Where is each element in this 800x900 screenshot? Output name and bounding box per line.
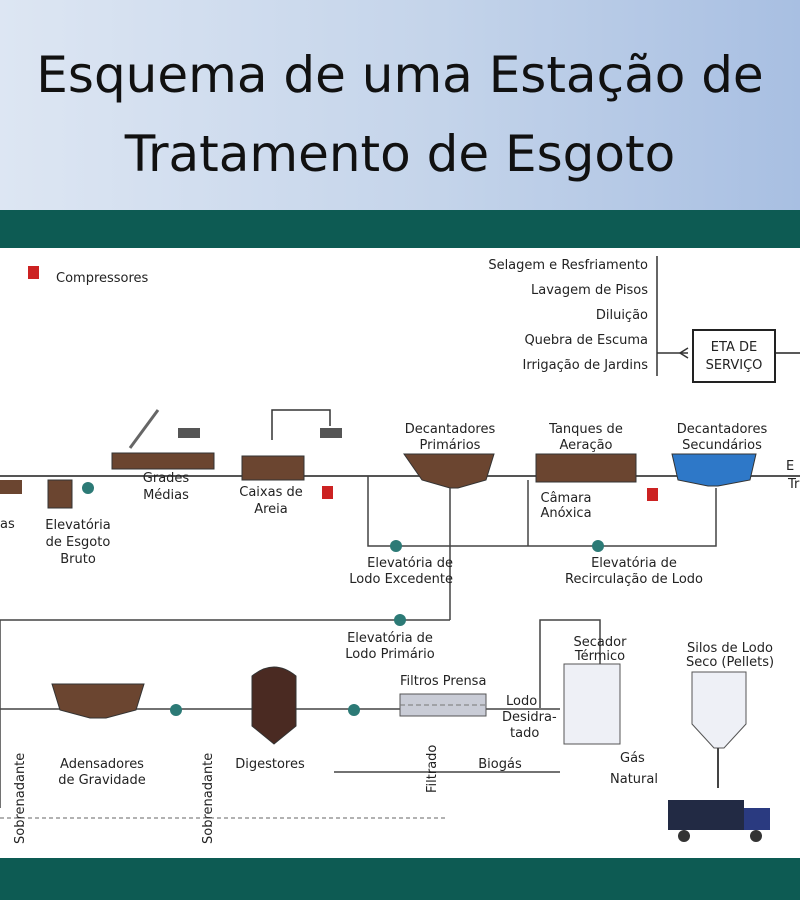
decantadores-secundarios: Decantadores Secundários E Tr — [671, 422, 800, 492]
bottom-divider-band — [0, 858, 800, 900]
uses-list: Selagem e Resfriamento Lavagem de Pisos … — [488, 256, 689, 376]
pump-icon — [592, 540, 604, 552]
pump-icon — [82, 482, 94, 494]
secador-termico: Secador Térmico Gás Natural — [539, 619, 658, 787]
silos-de-lodo-seco: Silos de Lodo Seco (Pellets) — [686, 641, 774, 788]
edge-left-label: as — [0, 517, 15, 532]
pump-icon — [170, 704, 182, 716]
eta-servico-box: ETA DE SERVIÇO — [692, 329, 800, 383]
svg-text:Decantadores: Decantadores — [405, 422, 496, 437]
legend: Compressores — [28, 266, 149, 286]
svg-text:Digestores: Digestores — [235, 757, 305, 772]
tanques-de-aeracao: Tanques de Aeração Câmara Anóxica — [535, 422, 658, 521]
legend-compressores: Compressores — [56, 271, 149, 286]
truck-icon — [668, 800, 770, 842]
compressor-icon — [322, 486, 333, 499]
filtros-prensa: Filtros Prensa Lodo Desidra- tado — [399, 674, 557, 741]
svg-text:Natural: Natural — [610, 772, 658, 787]
treatment-plant-diagram: Compressores Selagem e Resfriamento Lava… — [0, 256, 800, 844]
svg-text:Lodo Primário: Lodo Primário — [345, 647, 434, 662]
title-line-1: Esquema de uma Estação de — [36, 46, 764, 104]
title-banner: Esquema de uma Estação de Tratamento de … — [0, 0, 800, 210]
digestores: Digestores — [235, 666, 360, 772]
svg-text:Grades: Grades — [143, 471, 190, 486]
screen-conveyor — [128, 409, 160, 449]
svg-text:Elevatória de: Elevatória de — [347, 631, 433, 646]
grit-bin — [320, 428, 342, 438]
sobrenadante-label-2: Sobrenadante — [201, 753, 216, 844]
svg-text:Desidra-: Desidra- — [502, 710, 557, 725]
svg-text:Lodo: Lodo — [506, 694, 537, 709]
svg-text:de Esgoto: de Esgoto — [46, 535, 111, 550]
svg-text:de Gravidade: de Gravidade — [58, 773, 146, 788]
svg-text:Elevatória de: Elevatória de — [367, 556, 453, 571]
top-divider-band — [0, 210, 800, 248]
svg-text:Biogás: Biogás — [478, 757, 522, 772]
eta-line-2: SERVIÇO — [706, 358, 763, 373]
svg-text:Adensadores: Adensadores — [60, 757, 144, 772]
svg-text:Térmico: Térmico — [574, 649, 625, 664]
grades-medias: Grades Médias — [111, 409, 215, 503]
svg-text:Silos de Lodo: Silos de Lodo — [687, 641, 773, 656]
svg-text:Areia: Areia — [254, 502, 288, 517]
screenings-bin — [178, 428, 200, 438]
pump-icon — [348, 704, 360, 716]
compressor-icon — [647, 488, 658, 501]
svg-text:Decantadores: Decantadores — [677, 422, 768, 437]
caixas-de-areia: Caixas de Areia — [239, 409, 342, 517]
svg-text:Tanques de: Tanques de — [548, 422, 623, 437]
sludge-pipes — [0, 476, 717, 808]
sobrenadante-label-1: Sobrenadante — [13, 753, 28, 844]
svg-text:Primários: Primários — [420, 438, 481, 453]
title-line-2: Tratamento de Esgoto — [124, 125, 676, 183]
svg-text:Secador: Secador — [574, 635, 628, 650]
svg-text:Recirculação de Lodo: Recirculação de Lodo — [565, 572, 703, 587]
use-item: Quebra de Escuma — [524, 333, 648, 348]
svg-text:Seco (Pellets): Seco (Pellets) — [686, 655, 774, 670]
svg-text:Lodo Excedente: Lodo Excedente — [349, 572, 453, 587]
svg-text:Médias: Médias — [143, 488, 189, 503]
svg-text:Caixas de: Caixas de — [239, 485, 302, 500]
svg-text:Aeração: Aeração — [559, 438, 612, 453]
svg-text:Gás: Gás — [620, 751, 645, 766]
use-item: Irrigação de Jardins — [523, 358, 649, 373]
eta-line-1: ETA DE — [711, 340, 757, 355]
svg-text:Câmara: Câmara — [541, 491, 592, 506]
pump-icon — [390, 540, 402, 552]
svg-text:Anóxica: Anóxica — [540, 506, 591, 521]
arrow-icon — [678, 347, 689, 359]
decantadores-primarios: Decantadores Primários — [403, 422, 496, 489]
svg-text:Secundários: Secundários — [682, 438, 762, 453]
svg-text:Filtros Prensa: Filtros Prensa — [400, 674, 486, 689]
svg-text:Bruto: Bruto — [60, 552, 96, 567]
svg-text:E: E — [786, 459, 794, 474]
pump-icon — [394, 614, 406, 626]
influent-unit — [0, 480, 22, 494]
svg-text:Elevatória: Elevatória — [45, 518, 110, 533]
filtrado-label: Filtrado — [425, 745, 440, 793]
use-item: Diluição — [596, 308, 648, 323]
elevatoria-esgoto-bruto: Elevatória de Esgoto Bruto — [45, 479, 111, 567]
svg-text:Elevatória de: Elevatória de — [591, 556, 677, 571]
adensadores-de-gravidade: Adensadores de Gravidade — [51, 683, 182, 788]
svg-text:Tr: Tr — [787, 477, 800, 492]
svg-text:tado: tado — [510, 726, 539, 741]
use-item: Lavagem de Pisos — [531, 283, 648, 298]
use-item: Selagem e Resfriamento — [488, 258, 648, 273]
compressor-icon — [28, 266, 39, 279]
